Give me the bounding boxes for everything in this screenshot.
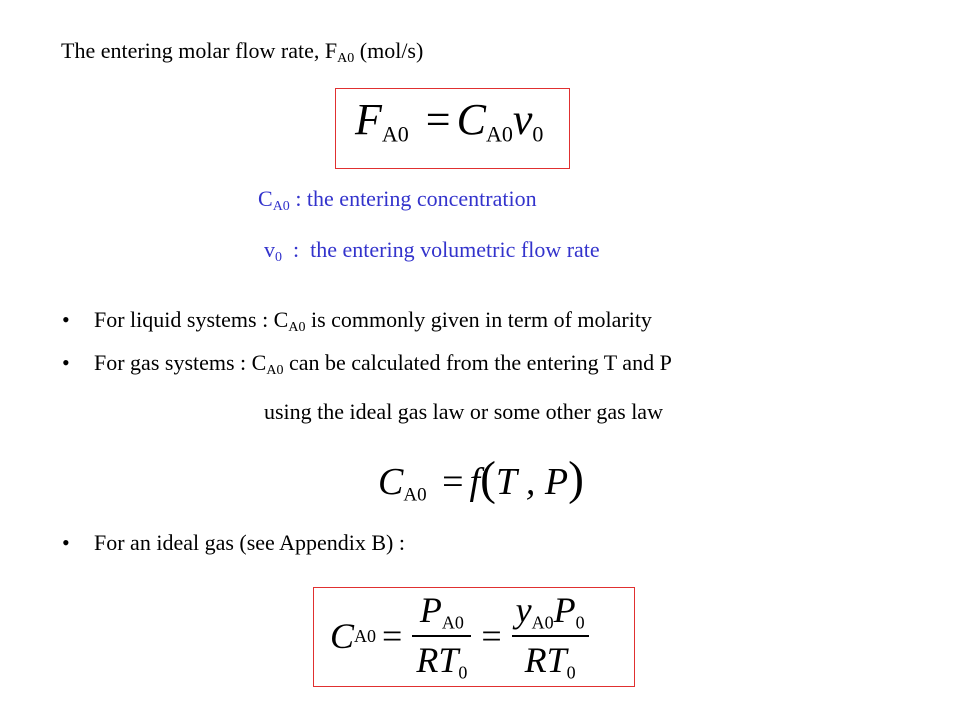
- slide-heading: The entering molar flow rate, FA0 (mol/s…: [61, 38, 424, 66]
- definition-volumetric-flow: v0 : the entering volumetric flow rate: [264, 237, 600, 265]
- equation-box-ideal-gas: [313, 587, 635, 687]
- bullet-gas-continuation: using the ideal gas law or some other ga…: [264, 399, 663, 424]
- definition-concentration: CA0 : the entering concentration: [258, 186, 537, 214]
- bullet-gas-systems: For gas systems : CA0 can be calculated …: [94, 350, 672, 378]
- bullet-marker: •: [62, 350, 70, 375]
- bullet-ideal-gas: For an ideal gas (see Appendix B) :: [94, 530, 405, 555]
- bullet-liquid-systems: For liquid systems : CA0 is commonly giv…: [94, 307, 652, 335]
- bullet-marker: •: [62, 530, 70, 555]
- equation-box-molar-flow: [335, 88, 570, 169]
- fraction-mole-fraction-pressure-over-rt: yA0P0 RT0: [511, 589, 589, 684]
- bullet-marker: •: [62, 307, 70, 332]
- fraction-pressure-over-rt: PA0 RT0: [412, 589, 472, 684]
- equation-molar-flow: FA0 =CA0v0: [355, 95, 544, 147]
- equation-concentration-function: CA0 =f(T , P): [378, 453, 584, 506]
